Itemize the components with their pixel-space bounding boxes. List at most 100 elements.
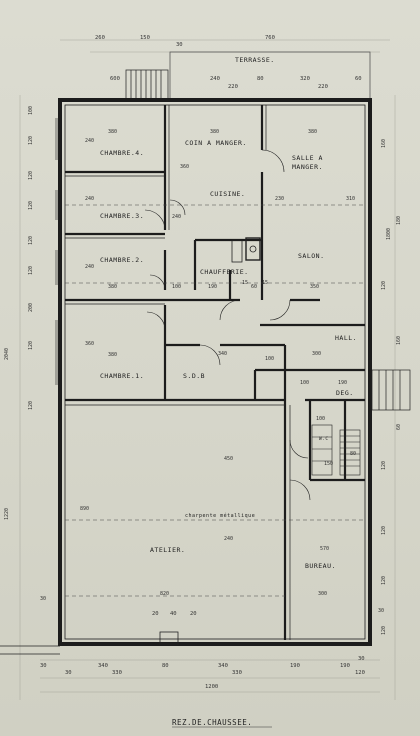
label-chaufferie: CHAUFFERIE. (200, 268, 249, 276)
dim-760: 760 (265, 35, 275, 41)
dim-r180: 180 (396, 216, 402, 225)
dim-l30: 30 (40, 596, 46, 602)
axis-lines (65, 204, 365, 597)
room-labels: TERRASSE. CHAMBRE.4. COIN A MANGER. SALL… (100, 56, 357, 570)
dim-c2-380: 380 (108, 284, 117, 290)
dim-220a: 220 (228, 84, 238, 90)
dim-sdb-100: 100 (265, 356, 274, 362)
label-wc: W.C (319, 436, 329, 442)
dim-r160: 160 (381, 139, 387, 148)
label-bureau: BUREAU. (305, 562, 336, 570)
label-hall: HALL. (335, 334, 357, 342)
dim-b340b: 340 (218, 663, 228, 669)
dim-b330b: 330 (232, 670, 242, 676)
dims-room: 380 380 380 240 240 240 380 360 380 100 … (80, 129, 356, 597)
dim-b190b: 190 (340, 663, 350, 669)
dim-at-240: 240 (224, 536, 233, 542)
dims-left: 2040 1220 200 120 120 120 120 120 120 12… (4, 106, 46, 602)
boiler-fixture (231, 237, 261, 263)
dims-top: 260 150 30 760 600 240 80 320 60 220 220 (95, 35, 362, 90)
dim-b20a: 20 (152, 611, 159, 617)
dim-b40: 40 (170, 611, 177, 617)
exterior-walls (58, 98, 372, 646)
small-labels: W.C charpente métallique REZ.DE.CHAUSSEE… (172, 436, 329, 727)
dim-60: 60 (355, 76, 362, 82)
atelier-entrance (0, 631, 179, 655)
dim-deg-100: 100 (300, 380, 309, 386)
dim-l100: 100 (28, 106, 34, 115)
dim-b190: 190 (290, 663, 300, 669)
dim-cam-240: 240 (172, 214, 181, 220)
label-atelier: ATELIER. (150, 546, 185, 554)
dim-80: 80 (257, 76, 264, 82)
dim-at-890: 890 (80, 506, 89, 512)
label-chambre-3: CHAMBRE.3. (100, 212, 144, 220)
dims-bottom: 30 30 340 330 80 340 330 190 190 120 120… (40, 611, 365, 690)
dim-sam-380: 380 (308, 129, 317, 135)
dim-600: 600 (110, 76, 120, 82)
dim-b80: 80 (162, 663, 169, 669)
label-chambre-2: CHAMBRE.2. (100, 256, 144, 264)
dim-wc-100: 100 (316, 416, 325, 422)
dim-at-820: 820 (160, 591, 169, 597)
terrasse (125, 51, 371, 101)
label-deg: DEG. (336, 389, 354, 397)
dim-sal-350: 350 (310, 284, 319, 290)
dim-2040: 2040 (4, 348, 10, 360)
label-charpente: charpente métallique (185, 512, 255, 519)
dim-l120b: 120 (28, 171, 34, 180)
exterior-stair (371, 369, 411, 411)
dim-b340a: 340 (98, 663, 108, 669)
label-salon: SALON. (298, 252, 324, 260)
dim-l200: 200 (28, 303, 34, 312)
dim-c3-240: 240 (85, 196, 94, 202)
dim-chf-15b: 15 (262, 280, 268, 286)
terrasse-steps (125, 69, 169, 101)
dim-r30: 30 (378, 608, 384, 614)
dim-bu-570: 570 (320, 546, 329, 552)
label-cuisine: CUISINE. (210, 190, 245, 198)
label-salle-a-manger-1: SALLE A (292, 154, 323, 162)
dim-b30b: 30 (65, 670, 72, 676)
dim-b30c: 30 (358, 656, 365, 662)
construction-lines (19, 39, 396, 700)
dim-bu-300: 300 (318, 591, 327, 597)
dim-c4-240: 240 (85, 138, 94, 144)
dim-220b: 220 (318, 84, 328, 90)
dim-b30a: 30 (40, 663, 47, 669)
label-coin-a-manger: COIN A MANGER. (185, 139, 247, 147)
dim-260: 260 (95, 35, 105, 41)
dim-chf-15: 15 (242, 280, 248, 286)
dim-c4-380: 380 (108, 129, 117, 135)
dim-l120e: 120 (28, 266, 34, 275)
dim-r160b: 160 (396, 336, 402, 345)
dim-l120a: 120 (28, 136, 34, 145)
stairs (311, 424, 361, 476)
dim-r120d: 120 (381, 626, 387, 635)
dim-r120b: 120 (381, 526, 387, 535)
dims-right: 1800 160 160 120 120 120 120 120 180 60 … (378, 139, 402, 635)
label-sdb: S.D.B (183, 372, 205, 380)
dim-wc-150: 150 (324, 461, 333, 467)
dim-c1-360: 360 (85, 341, 94, 347)
windows-left (55, 118, 59, 385)
dim-cui-230: 230 (275, 196, 284, 202)
dim-cam-380: 380 (210, 129, 219, 135)
dim-l120g: 120 (28, 401, 34, 410)
dim-240: 240 (210, 76, 220, 82)
dim-320: 320 (300, 76, 310, 82)
dim-30: 30 (176, 42, 183, 48)
dim-c2-240: 240 (85, 264, 94, 270)
dim-wc-80: 80 (350, 451, 356, 457)
dim-l120d: 120 (28, 236, 34, 245)
dim-1220: 1220 (4, 508, 10, 520)
dim-c1-380: 380 (108, 352, 117, 358)
dim-sam-310: 310 (346, 196, 355, 202)
label-terrasse: TERRASSE. (235, 56, 275, 64)
dim-cam-360: 360 (180, 164, 189, 170)
dim-r120e: 120 (381, 281, 387, 290)
dim-hall-300: 300 (312, 351, 321, 357)
dim-at-450: 450 (224, 456, 233, 462)
door-swings (144, 149, 311, 501)
